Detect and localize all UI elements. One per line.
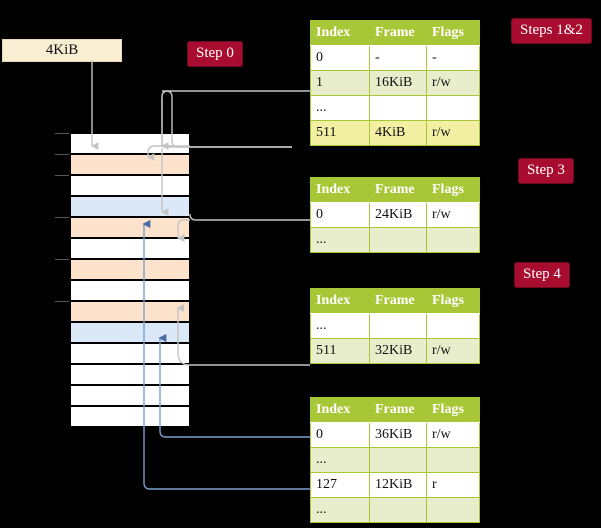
cell-index: ... bbox=[310, 447, 370, 473]
memory-row-tick bbox=[55, 154, 69, 155]
memory-frame-row bbox=[70, 406, 190, 427]
memory-frame-row bbox=[70, 259, 190, 280]
column-header-frame: Frame bbox=[369, 397, 427, 423]
cell-flags bbox=[426, 95, 480, 121]
cell-frame: 12KiB bbox=[369, 472, 427, 498]
column-header-flags: Flags bbox=[426, 288, 480, 314]
cell-index: 511 bbox=[310, 120, 370, 146]
cell-index: 0 bbox=[310, 422, 370, 448]
memory-frame-row bbox=[70, 238, 190, 259]
cell-frame bbox=[369, 313, 427, 339]
cell-flags: r/w bbox=[426, 202, 480, 228]
column-header-flags: Flags bbox=[426, 177, 480, 203]
column-header-flags: Flags bbox=[426, 397, 480, 423]
cell-index: ... bbox=[310, 497, 370, 523]
cell-frame bbox=[369, 447, 427, 473]
column-header-frame: Frame bbox=[369, 20, 427, 46]
column-header-index: Index bbox=[310, 177, 370, 203]
cell-frame: 16KiB bbox=[369, 70, 427, 96]
cell-flags: r/w bbox=[426, 70, 480, 96]
memory-frame-row bbox=[70, 196, 190, 217]
cell-flags bbox=[426, 313, 480, 339]
connector-pdpt-0-to-memory bbox=[177, 213, 310, 242]
cell-flags bbox=[426, 447, 480, 473]
size-label-box: 4KiB bbox=[2, 39, 122, 62]
step-4-badge: Step 4 bbox=[514, 262, 570, 288]
table-row: ... bbox=[310, 497, 480, 523]
memory-frame-row bbox=[70, 217, 190, 238]
cell-index: 0 bbox=[310, 202, 370, 228]
table-row: ... bbox=[310, 447, 480, 473]
memory-row-tick bbox=[55, 301, 69, 302]
cell-flags bbox=[426, 497, 480, 523]
cell-frame bbox=[369, 95, 427, 121]
column-header-index: Index bbox=[310, 397, 370, 423]
cell-index: 511 bbox=[310, 338, 370, 364]
cell-flags: r bbox=[426, 472, 480, 498]
cell-frame: 24KiB bbox=[369, 202, 427, 228]
memory-frame-row bbox=[70, 154, 190, 175]
cell-index: ... bbox=[310, 227, 370, 253]
cell-frame: - bbox=[369, 45, 427, 71]
memory-frame-row bbox=[70, 385, 190, 406]
cell-index: 1 bbox=[310, 70, 370, 96]
memory-row-tick bbox=[55, 259, 69, 260]
column-header-index: Index bbox=[310, 288, 370, 314]
physical-memory-column bbox=[55, 133, 190, 427]
cell-frame bbox=[369, 227, 427, 253]
cell-frame: 36KiB bbox=[369, 422, 427, 448]
cell-index: ... bbox=[310, 313, 370, 339]
cell-flags: - bbox=[426, 45, 480, 71]
cell-frame bbox=[369, 497, 427, 523]
cell-flags: r/w bbox=[426, 338, 480, 364]
memory-row-tick bbox=[55, 217, 69, 218]
table-row: 0-- bbox=[310, 45, 480, 71]
memory-frame-row bbox=[70, 301, 190, 322]
cell-index: ... bbox=[310, 95, 370, 121]
cell-frame: 4KiB bbox=[369, 120, 427, 146]
cell-index: 127 bbox=[310, 472, 370, 498]
column-header-frame: Frame bbox=[369, 288, 427, 314]
size-label-text: 4KiB bbox=[45, 42, 79, 58]
column-header-index: Index bbox=[310, 20, 370, 46]
cell-index: 0 bbox=[310, 45, 370, 71]
column-header-frame: Frame bbox=[369, 177, 427, 203]
memory-row-tick bbox=[55, 133, 69, 134]
table-row: ... bbox=[310, 95, 480, 121]
cell-flags: r/w bbox=[426, 422, 480, 448]
table-row: ... bbox=[310, 313, 480, 339]
column-header-flags: Flags bbox=[426, 20, 480, 46]
memory-row-tick bbox=[55, 175, 69, 176]
memory-frame-row bbox=[70, 133, 190, 154]
memory-frame-row bbox=[70, 322, 190, 343]
cell-flags bbox=[426, 227, 480, 253]
cell-frame: 32KiB bbox=[369, 338, 427, 364]
step-0-badge: Step 0 bbox=[187, 41, 243, 67]
connector-pd-511-to-memory bbox=[176, 304, 310, 366]
memory-frame-row bbox=[70, 175, 190, 196]
memory-frame-row bbox=[70, 364, 190, 385]
memory-frame-row bbox=[70, 343, 190, 364]
memory-frame-row bbox=[70, 280, 190, 301]
step-3-badge: Step 3 bbox=[518, 158, 574, 184]
cell-flags: r/w bbox=[426, 120, 480, 146]
steps-1-2-badge: Steps 1&2 bbox=[511, 18, 592, 44]
table-row: ... bbox=[310, 227, 480, 253]
